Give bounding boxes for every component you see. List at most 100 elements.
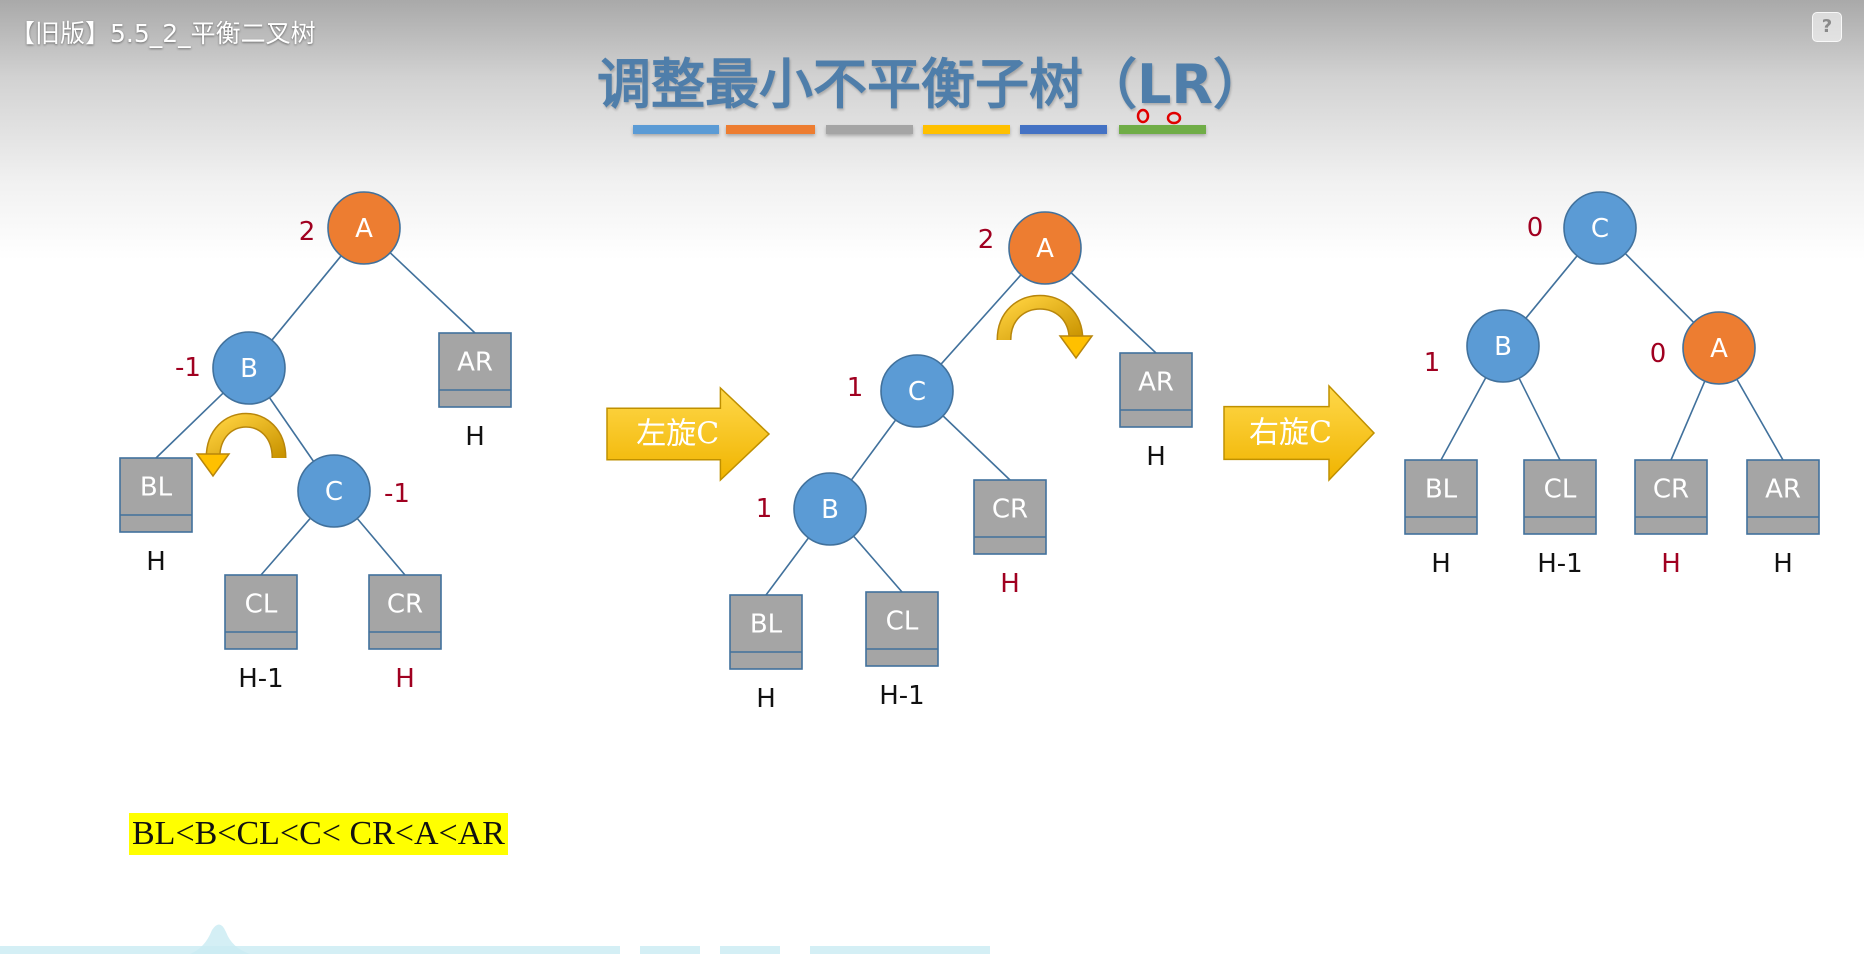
after_right_rotate-node-C-label: C — [1591, 214, 1609, 244]
video-title: 【旧版】5.5_2_平衡二叉树 — [10, 19, 316, 48]
annotation-mark-1 — [1136, 108, 1150, 124]
after_right_rotate-node-B-balance: 1 — [1424, 348, 1441, 378]
right-rotate-arrow — [1223, 384, 1376, 482]
after_right_rotate-subtree-BL-label: BL — [1425, 475, 1458, 505]
before-subtree-AR — [438, 332, 512, 408]
after_left_rotate-edge-C-CR — [942, 415, 1011, 481]
after_right_rotate-node-B — [1466, 309, 1540, 383]
after_left_rotate-edge-B-BL — [765, 537, 810, 596]
after_right_rotate-node-A — [1682, 311, 1756, 385]
after_right_rotate-edge-C-B — [1525, 255, 1578, 319]
before-node-C-balance: -1 — [384, 479, 410, 509]
after_left_rotate-subtree-BL-label: BL — [750, 610, 783, 640]
before-edge-A-AR — [389, 252, 476, 334]
after_right_rotate-subtree-CL-label: CL — [1544, 475, 1577, 505]
left-rotate-arrow-label: 左旋C — [636, 417, 719, 452]
before-edge-C-CL — [260, 517, 311, 576]
after_left_rotate-subtree-CL — [865, 591, 939, 667]
before-edge-B-C — [268, 397, 315, 462]
after_right_rotate-node-A-label: A — [1710, 334, 1728, 364]
before-node-C-label: C — [325, 477, 343, 507]
before-node-B-balance: -1 — [175, 353, 201, 383]
after_left_rotate-subtree-CL-height: H-1 — [879, 681, 924, 711]
before-subtree-CR-height: H — [395, 664, 415, 694]
after_left_rotate-node-C — [880, 354, 954, 428]
after_right_rotate-subtree-AR-height: H — [1773, 549, 1793, 579]
help-button[interactable]: ? — [1812, 12, 1842, 42]
after_right_rotate-subtree-CL-height: H-1 — [1537, 549, 1582, 579]
color-bar-2 — [726, 125, 815, 134]
after_left_rotate-edge-C-B — [850, 419, 897, 481]
right-rotation-curve-arrow — [998, 296, 1082, 341]
after_left_rotate-edge-A-AR — [1070, 272, 1157, 354]
after_right_rotate-subtree-AR — [1746, 459, 1820, 535]
ordering-caption: BL<B<CL<C< CR<A<AR — [129, 813, 508, 855]
after_right_rotate-subtree-CR-height: H — [1661, 549, 1681, 579]
after_right_rotate-edge-B-BL — [1440, 377, 1487, 461]
before-subtree-CR-label: CR — [387, 590, 423, 620]
left-rotate-arrow — [606, 386, 771, 482]
color-bar-4 — [923, 125, 1010, 134]
after_right_rotate-edge-A-AR — [1736, 378, 1784, 461]
before-subtree-BL-label: BL — [140, 473, 173, 503]
before-edge-B-BL — [155, 392, 224, 459]
after_left_rotate-subtree-AR — [1119, 352, 1193, 428]
after_left_rotate-subtree-AR-label: AR — [1138, 368, 1174, 398]
left-rotation-curve-arrow — [207, 414, 285, 459]
before-edge-A-B — [271, 255, 342, 341]
after_right_rotate-subtree-CR-label: CR — [1653, 475, 1689, 505]
before-subtree-BL-height: H — [146, 547, 166, 577]
color-bar-1 — [633, 125, 719, 134]
after_right_rotate-node-B-label: B — [1494, 332, 1512, 362]
after_left_rotate-node-C-balance: 1 — [847, 373, 864, 403]
after_right_rotate-node-A-balance: 0 — [1650, 339, 1667, 369]
after_right_rotate-subtree-CL — [1523, 459, 1597, 535]
after_right_rotate-edge-A-CR — [1670, 380, 1706, 461]
annotation-mark-2 — [1166, 111, 1182, 125]
after_left_rotate-node-C-label: C — [908, 377, 926, 407]
after_right_rotate-subtree-CR — [1634, 459, 1708, 535]
before-subtree-CL-label: CL — [245, 590, 278, 620]
right-rotate-arrow-label: 右旋C — [1249, 416, 1332, 451]
left-rotation-curve-arrow-head — [195, 453, 231, 478]
after_right_rotate-edge-C-A — [1624, 252, 1695, 324]
before-node-B-label: B — [240, 354, 258, 384]
before-subtree-CL-height: H-1 — [238, 664, 283, 694]
before-node-B — [212, 331, 286, 405]
after_left_rotate-node-A — [1008, 211, 1082, 285]
after_left_rotate-subtree-BL-height: H — [756, 684, 776, 714]
slide-title: 调整最小不平衡子树（LR） — [597, 53, 1267, 116]
before-subtree-AR-height: H — [465, 422, 485, 452]
after_left_rotate-subtree-CR-label: CR — [992, 495, 1028, 525]
video-progress-strip[interactable] — [0, 920, 1864, 954]
before-subtree-CR — [368, 574, 442, 650]
after_left_rotate-node-A-balance: 2 — [978, 225, 995, 255]
color-bar-6 — [1119, 125, 1206, 134]
after_left_rotate-node-B — [793, 472, 867, 546]
after_right_rotate-subtree-BL-height: H — [1431, 549, 1451, 579]
after_right_rotate-edge-B-CL — [1518, 377, 1561, 461]
before-subtree-BL — [119, 457, 193, 533]
after_left_rotate-node-B-balance: 1 — [756, 494, 773, 524]
after_left_rotate-node-B-label: B — [821, 495, 839, 525]
after_right_rotate-node-C-balance: 0 — [1527, 213, 1544, 243]
before-node-A-balance: 2 — [299, 217, 316, 247]
before-subtree-CL — [224, 574, 298, 650]
right-rotation-curve-arrow-head — [1058, 335, 1094, 360]
after_right_rotate-node-C — [1563, 191, 1637, 265]
after_right_rotate-subtree-AR-label: AR — [1765, 475, 1801, 505]
after_left_rotate-node-A-label: A — [1036, 234, 1054, 264]
after_right_rotate-subtree-BL — [1404, 459, 1478, 535]
after_left_rotate-edge-B-CL — [852, 535, 903, 593]
after_left_rotate-subtree-CL-label: CL — [886, 607, 919, 637]
after_left_rotate-edge-A-C — [940, 274, 1022, 365]
after_left_rotate-subtree-CR-height: H — [1000, 569, 1020, 599]
color-bar-5 — [1020, 125, 1107, 134]
after_left_rotate-subtree-BL — [729, 594, 803, 670]
color-bar-3 — [826, 125, 913, 134]
after_left_rotate-subtree-CR — [973, 479, 1047, 555]
before-node-C — [297, 454, 371, 528]
after_left_rotate-subtree-AR-height: H — [1146, 442, 1166, 472]
before-node-A — [327, 191, 401, 265]
